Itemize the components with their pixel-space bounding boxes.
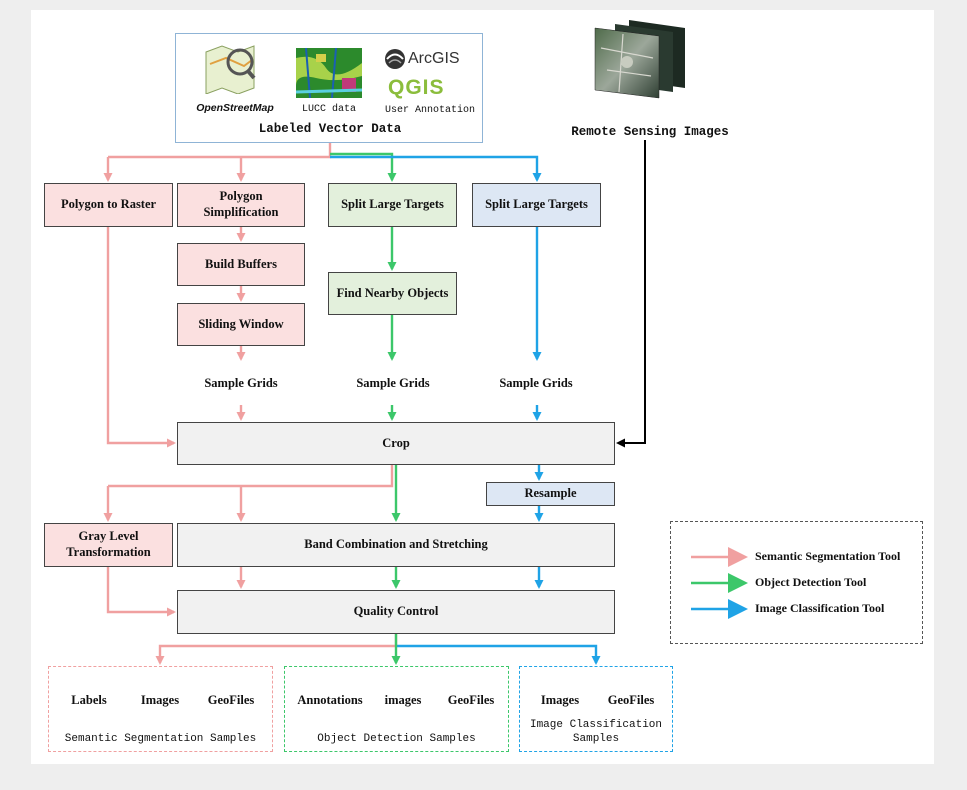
output-geofiles-object: GeoFiles <box>440 684 502 717</box>
pink-quality-to-semantic <box>155 634 398 665</box>
output-geofiles-semantic-text: GeoFiles <box>207 693 255 707</box>
output-geofiles-classification-text: GeoFiles <box>607 693 655 707</box>
object-detection-samples-group <box>284 666 509 752</box>
output-images-semantic: Images <box>129 684 191 717</box>
object-detection-caption: Object Detection Samples <box>317 733 476 745</box>
legend: Semantic Segmentation Tool Object Detect… <box>670 521 923 644</box>
blue-quality-to-classification <box>396 644 601 665</box>
output-annotations: Annotations <box>294 684 366 717</box>
output-labels: Labels <box>58 684 120 717</box>
blue-top-split <box>330 155 542 182</box>
gray-level-transformation-box: Gray Level Transformation <box>44 523 173 567</box>
semantic-segmentation-samples-group <box>48 666 273 752</box>
sample-grids-pink: Sample Grids <box>182 362 300 405</box>
remote-sensing-to-crop <box>616 140 646 448</box>
output-labels-text: Labels <box>71 693 107 707</box>
sliding-window-box: Sliding Window <box>177 303 305 346</box>
lucc-map-thumbnail <box>295 47 363 99</box>
find-nearby-objects-box: Find Nearby Objects <box>328 272 457 315</box>
sample-grids-blue: Sample Grids <box>477 362 595 405</box>
green-top-split <box>330 152 397 182</box>
pink-crop-split <box>108 465 394 488</box>
pink-gray-level-to-quality <box>106 567 176 617</box>
image-classification-samples-group <box>519 666 673 752</box>
split-large-targets-blue-box: Split Large Targets <box>472 183 601 227</box>
arcgis-logo: ArcGIS <box>384 46 474 72</box>
output-images-classification: Images <box>531 684 589 717</box>
pink-raster-to-crop <box>106 227 176 448</box>
band-combination-box: Band Combination and Stretching <box>177 523 615 567</box>
output-images-object: images <box>376 684 430 717</box>
polygon-simplification-box: Polygon Simplification <box>177 183 305 227</box>
pink-top-split <box>108 143 332 159</box>
user-annotation-label: User Annotation <box>384 105 475 116</box>
polygon-to-raster-box: Polygon to Raster <box>44 183 173 227</box>
legend-object-label: Object Detection Tool <box>755 575 867 589</box>
quality-control-box: Quality Control <box>177 590 615 634</box>
sample-grids-green-label: Sample Grids <box>356 376 430 390</box>
labeled-vector-data-title: Labeled Vector Data <box>258 122 402 136</box>
labeled-vector-data-box: OpenStreetMap LUCC data ArcGIS QGIS User… <box>175 33 483 143</box>
arcgis-label: ArcGIS <box>408 50 460 67</box>
resample-box: Resample <box>486 482 615 506</box>
semantic-segmentation-caption: Semantic Segmentation Samples <box>64 733 257 745</box>
remote-sensing-images-label: Remote Sensing Images <box>571 125 729 139</box>
output-images-semantic-text: Images <box>140 693 180 707</box>
build-buffers-box: Build Buffers <box>177 243 305 286</box>
sample-grids-green: Sample Grids <box>334 362 452 405</box>
output-geofiles-object-text: GeoFiles <box>447 693 495 707</box>
sample-grids-pink-label: Sample Grids <box>204 376 278 390</box>
image-classification-caption: Image Classification Samples <box>529 719 663 746</box>
qgis-logo: QGIS <box>388 76 445 99</box>
remote-sensing-image-stack <box>593 18 693 102</box>
legend-classification-label: Image Classification Tool <box>755 601 885 615</box>
output-annotations-text: Annotations <box>297 693 363 707</box>
openstreetmap-label: OpenStreetMap <box>196 102 274 114</box>
output-images-classification-text: Images <box>540 693 580 707</box>
split-large-targets-green-box: Split Large Targets <box>328 183 457 227</box>
legend-semantic-label: Semantic Segmentation Tool <box>755 549 901 563</box>
output-geofiles-classification: GeoFiles <box>600 684 662 717</box>
output-geofiles-semantic: GeoFiles <box>200 684 262 717</box>
openstreetmap-logo <box>204 44 256 95</box>
output-images-object-text: images <box>384 693 422 707</box>
lucc-data-label: LUCC data <box>301 104 356 115</box>
crop-box: Crop <box>177 422 615 465</box>
sample-grids-blue-label: Sample Grids <box>499 376 573 390</box>
